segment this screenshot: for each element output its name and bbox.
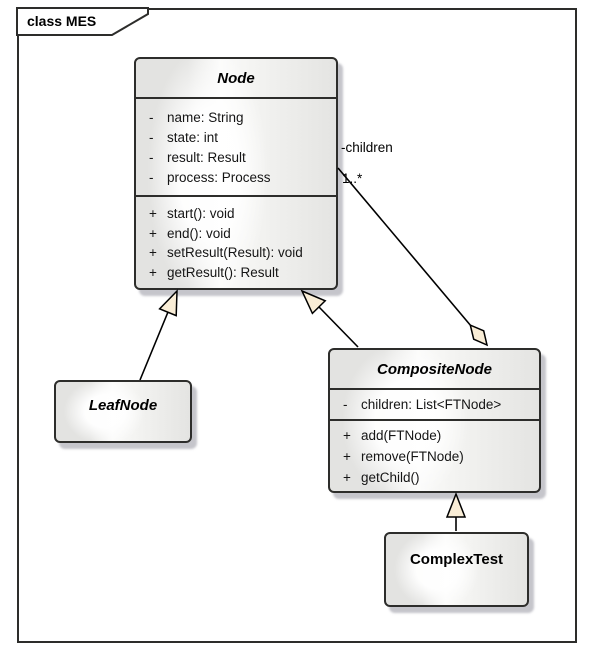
- class-compositenode[interactable]: CompositeNode -children: List<FTNode> + a…: [328, 348, 541, 493]
- visibility-public: +: [149, 225, 157, 241]
- attribute-row: -state: int: [136, 128, 336, 148]
- class-compositenode-title: CompositeNode: [330, 350, 539, 390]
- method-text: start(): void: [167, 206, 235, 221]
- class-leafnode[interactable]: LeafNode: [54, 380, 192, 443]
- visibility-public: +: [343, 428, 351, 443]
- method-text: remove(FTNode): [361, 449, 464, 464]
- method-row: + setResult(Result): void: [136, 243, 336, 263]
- class-node-title: Node: [136, 59, 336, 99]
- attribute-text: result: Result: [167, 150, 246, 165]
- attribute-text: state: int: [167, 130, 219, 145]
- class-node[interactable]: Node -name: String -state: int -result: …: [134, 57, 338, 290]
- class-compositenode-attributes: -children: List<FTNode>: [330, 390, 539, 421]
- visibility-public: +: [343, 449, 351, 464]
- method-text: setResult(Result): void: [167, 245, 303, 260]
- visibility-private: -: [149, 110, 154, 125]
- frame-tab-label: class MES: [27, 13, 97, 29]
- attribute-row: -result: Result: [136, 148, 336, 168]
- attribute-text: children: List<FTNode>: [361, 397, 502, 412]
- method-row: + end(): void: [136, 224, 336, 244]
- class-node-operations: + start(): void + end(): void + setResult(R…: [136, 197, 336, 286]
- visibility-private: -: [149, 150, 154, 165]
- method-row: + add(FTNode): [330, 425, 539, 446]
- method-row: + remove(FTNode): [330, 446, 539, 467]
- method-text: end(): void: [167, 225, 231, 241]
- method-text: add(FTNode): [361, 428, 442, 443]
- attribute-row: -children: List<FTNode>: [330, 394, 539, 415]
- method-text: getResult(): Result: [167, 264, 279, 280]
- visibility-private: -: [149, 130, 154, 145]
- visibility-private: -: [149, 170, 154, 185]
- method-text: getChild(): [361, 470, 420, 485]
- class-leafnode-title: LeafNode: [88, 397, 158, 414]
- association-multiplicity-label: 1..*: [342, 171, 363, 186]
- class-node-attributes: -name: String -state: int -result: Resul…: [136, 99, 336, 197]
- attribute-text: name: String: [167, 110, 244, 125]
- visibility-public: +: [149, 245, 157, 260]
- attribute-text: process: Process: [167, 170, 271, 185]
- method-row: + getResult(): Result: [136, 263, 336, 283]
- attribute-row: -name: String: [136, 108, 336, 128]
- visibility-public: +: [149, 264, 157, 280]
- class-compositenode-operations: + add(FTNode) + remove(FTNode) + getChild(): [330, 421, 539, 491]
- visibility-public: +: [343, 470, 351, 485]
- class-complextest[interactable]: ComplexTest: [384, 532, 529, 607]
- method-row: + start(): void: [136, 204, 336, 224]
- attribute-row: -process: Process: [136, 168, 336, 188]
- class-complextest-title: ComplexTest: [409, 551, 504, 568]
- method-row: + getChild(): [330, 467, 539, 488]
- visibility-private: -: [343, 397, 348, 412]
- association-role-label: -children: [341, 140, 393, 155]
- visibility-public: +: [149, 206, 157, 221]
